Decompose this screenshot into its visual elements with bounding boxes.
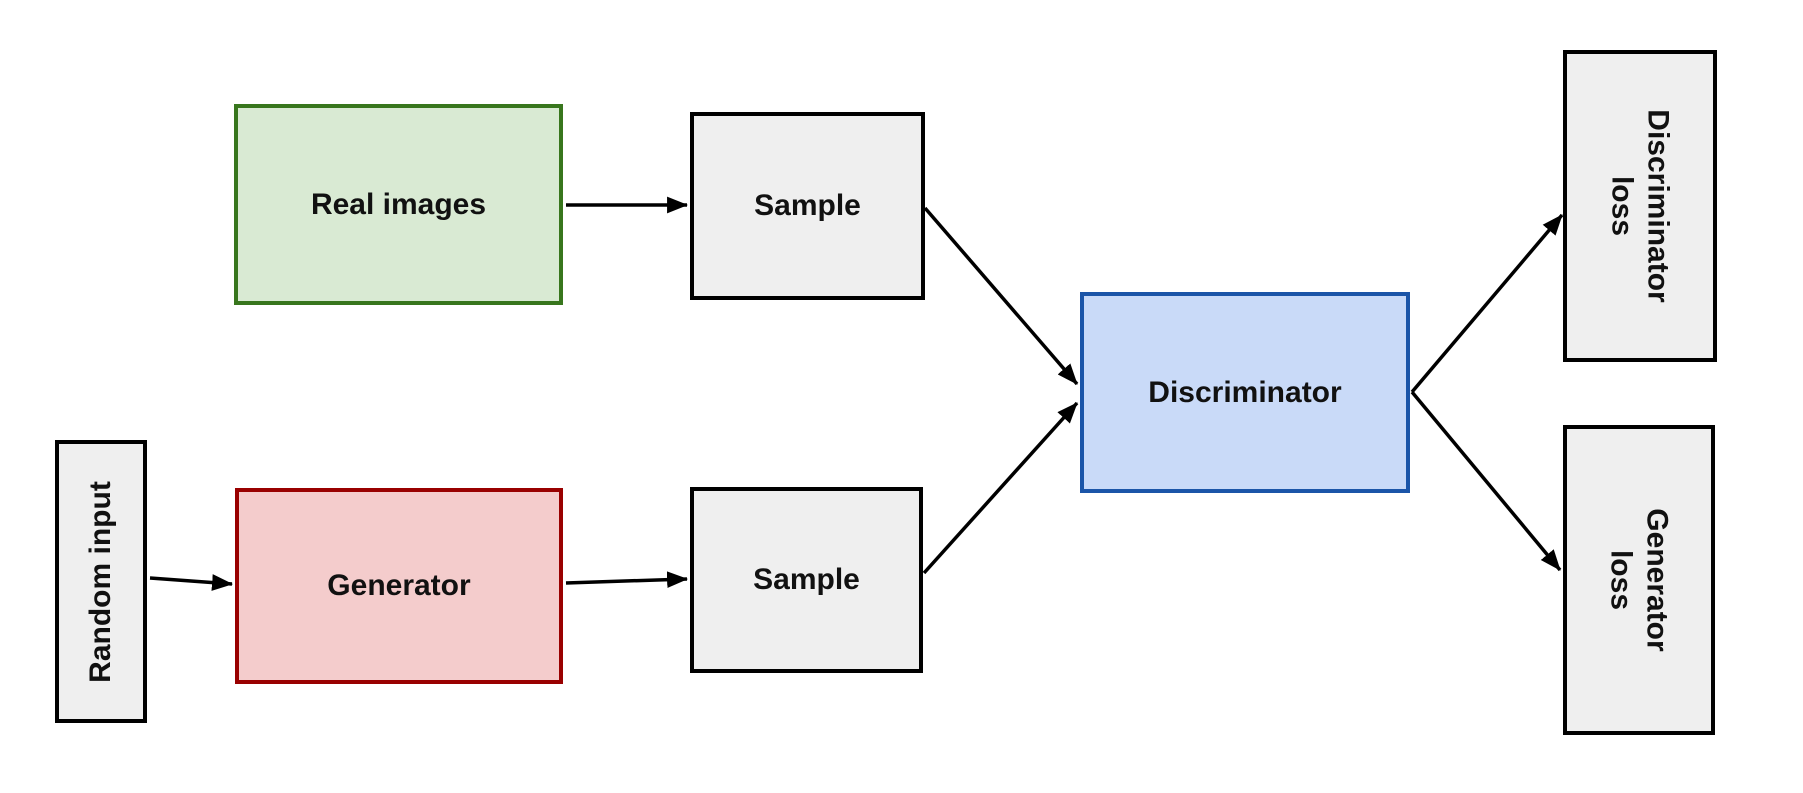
sample-generated-label: Sample — [753, 563, 860, 596]
discriminator-label: Discriminator — [1148, 375, 1342, 409]
generator-label: Generator — [327, 569, 471, 602]
discriminator-loss-label-line2: loss — [1606, 175, 1640, 237]
arrow-sample-real-to-discriminator — [923, 206, 1079, 386]
random-input-box: Random input — [55, 440, 147, 723]
generator-loss-label-line2: loss — [1604, 549, 1638, 611]
arrow-discriminator-to-generator-loss — [1410, 390, 1562, 572]
generator-loss-box: Generator loss — [1563, 425, 1715, 735]
generator-loss-label-line1: Generator — [1640, 508, 1674, 652]
arrow-random-input-to-generator — [149, 574, 234, 591]
sample-real-label: Sample — [754, 189, 861, 222]
discriminator-loss-label: Discriminator loss — [1604, 109, 1676, 302]
discriminator-loss-label-line1: Discriminator — [1642, 109, 1676, 303]
arrow-discriminator-to-discriminator-loss — [1410, 213, 1564, 394]
discriminator-box: Discriminator — [1080, 292, 1410, 493]
generator-box: Generator — [235, 488, 563, 684]
real-images-label: Real images — [310, 187, 487, 221]
real-images-box: Real images — [234, 104, 563, 305]
discriminator-loss-box: Discriminator loss — [1563, 50, 1717, 362]
arrow-sample-generated-to-discriminator — [922, 401, 1079, 575]
arrow-generator-to-sample — [565, 571, 689, 589]
sample-generated-box: Sample — [690, 487, 923, 673]
random-input-label: Random input — [84, 480, 118, 683]
sample-real-box: Sample — [690, 112, 925, 300]
generator-loss-label: Generator loss — [1603, 508, 1675, 651]
